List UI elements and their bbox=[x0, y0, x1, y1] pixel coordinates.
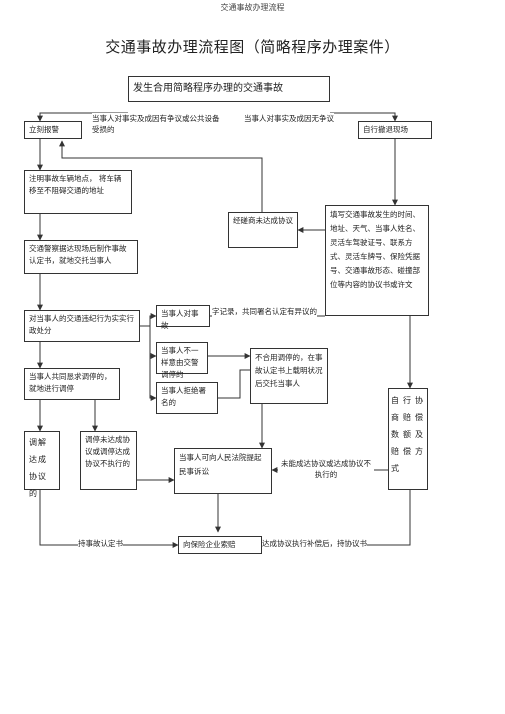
mediate-done-box: 调解达成协议的 bbox=[24, 431, 60, 498]
insurance-box: 向保险企业索赔 bbox=[178, 536, 262, 554]
evacuate-box: 自行撤退现场 bbox=[358, 121, 432, 139]
sign-b-box: 当事人不一样意由交警调停的 bbox=[156, 342, 208, 379]
report-box: 立刻报警 bbox=[24, 121, 82, 139]
mediate-ok-box: 经磋商未达成协议 bbox=[228, 212, 298, 248]
arrow-agree-to-insurance bbox=[261, 490, 411, 548]
self-pay-box: 自行协商赔偿数额及赔偿方式 bbox=[388, 388, 428, 490]
police-make-box: 交通警察据达现场后制作事故认定书，就地交托当事人 bbox=[24, 240, 138, 274]
joint-box: 当事人共同恳求调停的，就地进行调停 bbox=[24, 368, 120, 400]
arrow-sign-c-to-nomed bbox=[218, 369, 250, 399]
arrow-to-sign-c bbox=[149, 356, 157, 401]
label-sign-note: 字记录，共同署名认定有异议的 bbox=[212, 306, 317, 317]
label-no-agree: 未能成达协议或达成协议不执行的 bbox=[278, 458, 374, 480]
sign-a-box: 当事人对事故 bbox=[156, 305, 210, 330]
fill-form-box: 填写交通事故发生的时间、地址、天气、当事人姓名、灵活车驾驶证号、联系方式、灵活车… bbox=[325, 205, 429, 316]
no-mediate-box: 不合用调停的，在事故认定书上载明状况后交托当事人 bbox=[250, 348, 328, 404]
arrow-mediate-to-report bbox=[59, 140, 263, 212]
label-left-top: 当事人对事实及成因有争议或公共设备受损的 bbox=[92, 113, 222, 135]
label-hold-cert: 持事故认定书 bbox=[78, 538, 123, 549]
self-pay-text: 自行协商赔偿数额及赔偿方式 bbox=[391, 396, 427, 473]
arrow-to-sign-a bbox=[140, 313, 157, 327]
page-header: 交通事故办理流程 bbox=[220, 3, 285, 12]
sign-c-box: 当事人拒绝署名的 bbox=[156, 382, 218, 414]
mark-box: 注明事故车辆地点， 将车辆移至不阻碍交通的地址 bbox=[24, 170, 132, 214]
top-box: 发生合用简略程序办理的交通事故 bbox=[128, 76, 330, 102]
arrow-top-to-evacuate bbox=[330, 112, 398, 122]
label-hold-agree: 达成协议执行补偿后，持协议书 bbox=[262, 538, 367, 549]
mediate-fail-box: 调停未达成协议或调停达成协议不执行的 bbox=[80, 431, 137, 490]
violation-box: 对当事人的交通违纪行为实实行政处分 bbox=[24, 310, 140, 342]
page-title: 交通事故办理流程图（简略程序办理案件） bbox=[105, 38, 400, 56]
arrow-cert-to-insurance bbox=[39, 490, 179, 548]
label-right-top: 当事人对事实及成因无争议 bbox=[244, 113, 334, 124]
court-box: 当事人可向人民法院提起民事诉讼 bbox=[174, 448, 272, 494]
